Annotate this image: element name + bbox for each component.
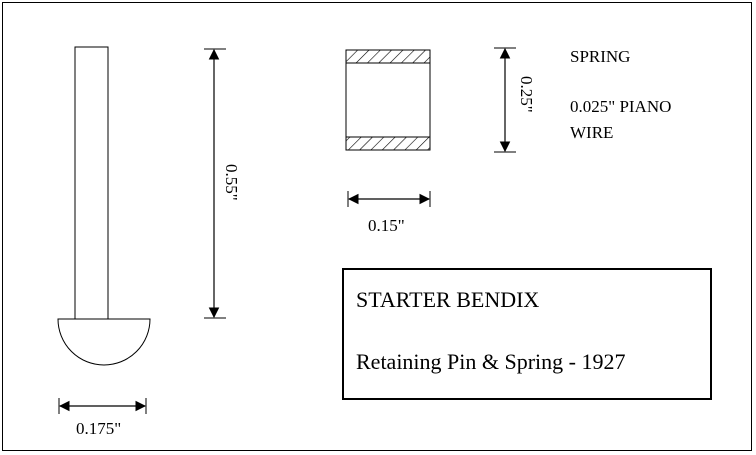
title-block-line2: Retaining Pin & Spring - 1927 (356, 349, 626, 374)
spring-length-dimension (494, 47, 516, 153)
spring-width-dimension (347, 191, 431, 207)
spring-wall-bottom (345, 136, 431, 151)
title-block: STARTER BENDIX Retaining Pin & Spring - … (342, 268, 712, 400)
title-block-line1: STARTER BENDIX (356, 287, 540, 312)
pin-length-dimension (204, 48, 226, 319)
pin-shaft (74, 46, 109, 320)
spring-material-line1: 0.025" PIANO (570, 97, 672, 116)
pin-diameter-label: 0.175" (76, 419, 122, 438)
spring-section (345, 49, 431, 151)
retaining-pin (57, 46, 151, 366)
pin-head (57, 318, 151, 366)
spring-wall-top (345, 49, 431, 64)
pin-length-label: 0.55" (222, 164, 241, 201)
spring-title: SPRING (570, 47, 631, 66)
spring-body (345, 49, 431, 151)
spring-width-label: 0.15" (368, 216, 405, 235)
drawing-frame (2, 2, 752, 451)
pin-diameter-dimension (58, 398, 147, 414)
spring-length-label: 0.25" (517, 76, 536, 113)
spring-material-line2: WIRE (570, 123, 614, 142)
